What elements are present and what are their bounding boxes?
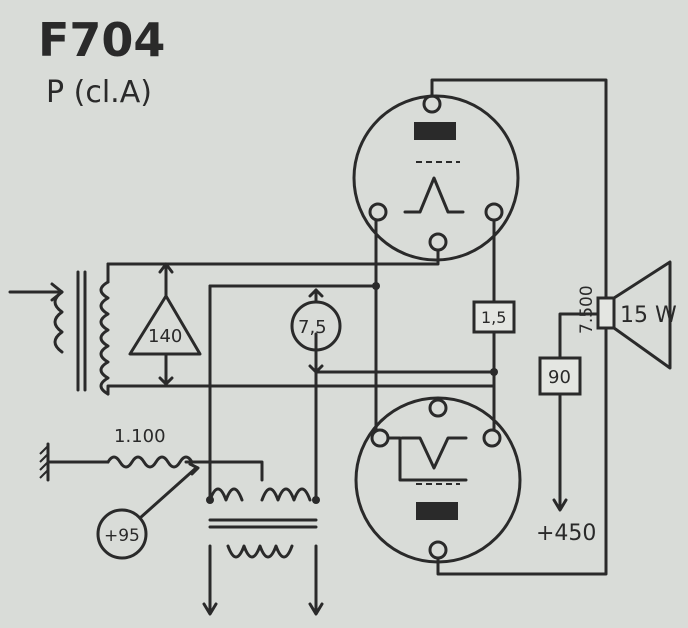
speaker: 15 W 7.500 xyxy=(577,260,677,370)
wiring xyxy=(48,78,608,576)
output-transformer xyxy=(202,487,324,616)
resistor-label: 1.100 xyxy=(114,426,166,447)
input-voltage-triangle: 140 xyxy=(128,262,202,386)
ground-symbol xyxy=(39,442,50,482)
bias-circle-label: 7,5 xyxy=(298,317,327,338)
schematic-title: F704 xyxy=(38,13,165,67)
junction-dots xyxy=(206,282,498,504)
lower-tube xyxy=(354,396,522,564)
triangle-label: 140 xyxy=(148,326,182,347)
supply-95-circle: +95 xyxy=(96,508,148,560)
box-upper-label: 1,5 xyxy=(481,308,506,327)
supply-450-label: +450 xyxy=(536,521,596,546)
box-lower: 90 xyxy=(538,356,582,396)
supply-95-label: +95 xyxy=(104,526,140,546)
box-upper: 1,5 xyxy=(472,300,516,334)
box-lower-label: 90 xyxy=(548,367,571,388)
speaker-resistance-label: 7.500 xyxy=(577,285,597,334)
speaker-power-label: 15 W xyxy=(620,303,677,328)
resistor-1100: 1.100 xyxy=(106,426,194,469)
input-transformer xyxy=(8,270,110,396)
bias-voltage-circle: 7,5 xyxy=(290,288,342,374)
schematic-subtitle: P (cl.A) xyxy=(46,75,152,110)
